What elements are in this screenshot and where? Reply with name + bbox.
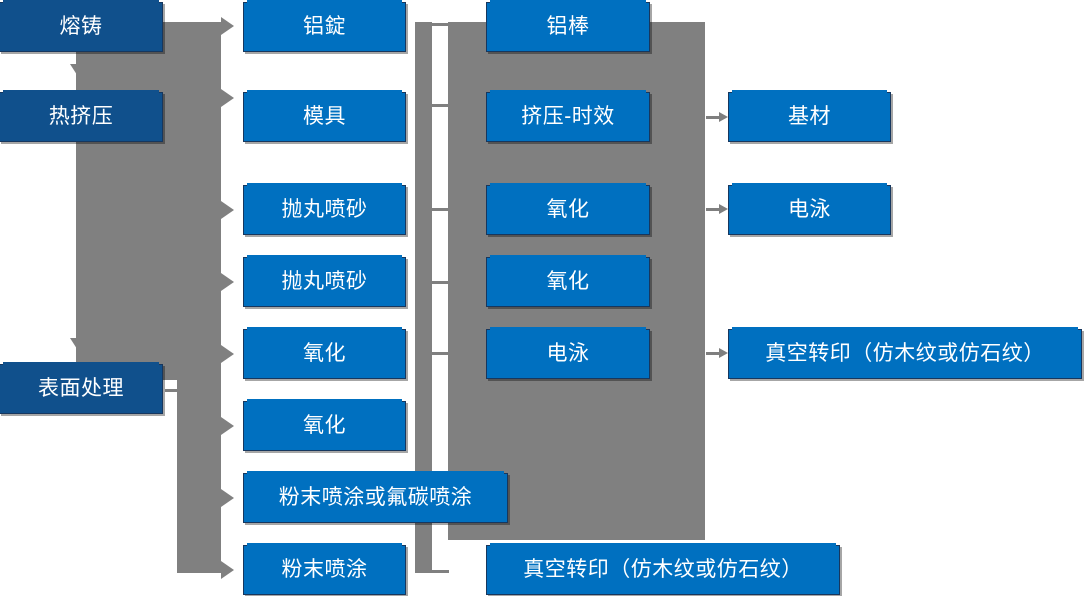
left-bracket-lower-body: [177, 340, 221, 573]
comb-line-4: [432, 281, 449, 284]
process-box-oxidation-2[interactable]: 氧化: [486, 255, 650, 307]
comb-line-5: [432, 352, 449, 355]
input-box-aluminum-ingot[interactable]: 铝錠: [243, 0, 406, 52]
arrow-to-electrophoresis: [706, 204, 728, 214]
stage-box-hot-extrusion[interactable]: 热挤压: [0, 90, 163, 142]
comb-line-2: [432, 104, 449, 107]
middle-narrow-bar: [415, 22, 432, 573]
process-box-vacuum-transfer[interactable]: 真空转印（仿木纹或仿石纹）: [486, 543, 840, 595]
process-label-electrophoresis: 电泳: [546, 342, 590, 366]
left-bracket-body: [76, 22, 221, 380]
comb-line-1: [432, 23, 449, 26]
input-label-aluminum-ingot: 铝錠: [303, 15, 346, 39]
stage-label-surface-treatment: 表面处理: [38, 377, 124, 401]
process-label-oxidation-2: 氧化: [546, 270, 590, 294]
left-bracket-arrow-5: [221, 345, 234, 363]
input-box-powder-or-fluorocarbon-spray[interactable]: 粉末喷涂或氟碳喷涂: [243, 471, 508, 523]
process-label-extrusion-aging: 挤压-时效: [521, 105, 615, 129]
input-box-shot-blasting-1[interactable]: 抛丸喷砂: [243, 183, 406, 235]
stage-label-hot-extrusion: 热挤压: [48, 105, 114, 129]
left-bracket-arrow-8: [221, 561, 234, 579]
comb-line-6: [432, 570, 449, 573]
left-bracket-arrow-2: [221, 89, 234, 107]
stage-label-melt-cast: 熔铸: [59, 15, 103, 39]
input-label-oxidation-1: 氧化: [303, 342, 346, 366]
left-bracket-down-notch-1: [70, 64, 88, 78]
process-label-oxidation-1: 氧化: [546, 198, 590, 222]
comb-line-3: [432, 208, 449, 211]
stage-box-surface-treatment[interactable]: 表面处理: [0, 362, 163, 414]
process-box-oxidation-1[interactable]: 氧化: [486, 183, 650, 235]
left-bracket-arrow-1: [221, 17, 234, 35]
input-box-oxidation-2[interactable]: 氧化: [243, 399, 406, 451]
input-box-shot-blasting-2[interactable]: 抛丸喷砂: [243, 255, 406, 307]
output-box-base-material[interactable]: 基材: [728, 90, 891, 142]
arrow-to-base-material: [706, 112, 728, 122]
input-label-powder-coating: 粉末喷涂: [281, 558, 368, 582]
input-label-shot-blasting-1: 抛丸喷砂: [281, 198, 368, 222]
process-label-vacuum-transfer: 真空转印（仿木纹或仿石纹）: [523, 558, 803, 582]
input-label-mold: 模具: [303, 105, 346, 129]
left-bracket-arrow-6: [221, 417, 234, 435]
process-box-electrophoresis[interactable]: 电泳: [486, 327, 650, 379]
input-label-powder-or-fluorocarbon-spray: 粉末喷涂或氟碳喷涂: [278, 486, 473, 510]
stage-box-melt-cast[interactable]: 熔铸: [0, 0, 163, 52]
input-label-oxidation-2: 氧化: [303, 414, 346, 438]
arrow-to-vacuum-transfer: [706, 348, 728, 358]
output-box-vacuum-transfer[interactable]: 真空转印（仿木纹或仿石纹）: [728, 327, 1082, 379]
output-label-base-material: 基材: [788, 105, 831, 129]
input-label-shot-blasting-2: 抛丸喷砂: [281, 270, 368, 294]
input-box-mold[interactable]: 模具: [243, 90, 406, 142]
left-bracket-down-notch-2: [70, 338, 88, 352]
process-label-aluminum-bar: 铝棒: [546, 15, 590, 39]
input-box-oxidation-1[interactable]: 氧化: [243, 327, 406, 379]
left-bracket-arrow-3: [221, 201, 234, 219]
output-label-vacuum-transfer: 真空转印（仿木纹或仿石纹）: [765, 342, 1045, 366]
process-box-extrusion-aging[interactable]: 挤压-时效: [486, 90, 650, 142]
left-bracket-arrow-7: [221, 489, 234, 507]
surface-treat-stub-line: [165, 389, 181, 392]
input-box-powder-coating[interactable]: 粉末喷涂: [243, 543, 406, 595]
process-box-aluminum-bar[interactable]: 铝棒: [486, 0, 650, 52]
output-box-electrophoresis[interactable]: 电泳: [728, 183, 891, 235]
output-label-electrophoresis: 电泳: [788, 198, 831, 222]
left-bracket-arrow-4: [221, 273, 234, 291]
